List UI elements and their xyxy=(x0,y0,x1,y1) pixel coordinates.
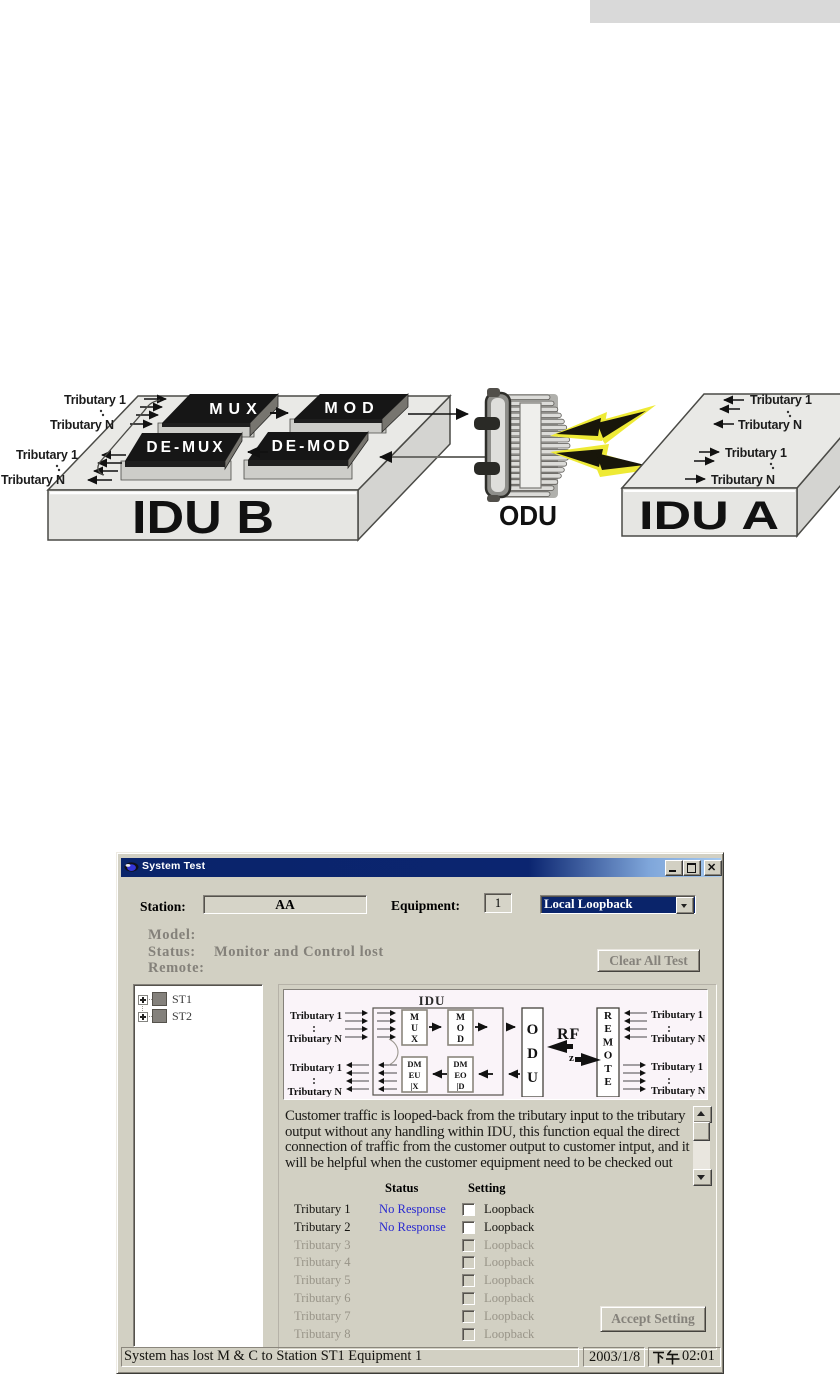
svg-text:M: M xyxy=(603,1036,614,1048)
svg-text:Tributary 1: Tributary 1 xyxy=(16,448,78,462)
svg-text:DM: DM xyxy=(407,1059,421,1069)
svg-text:O: O xyxy=(604,1050,613,1062)
svg-text:DM: DM xyxy=(453,1059,467,1069)
svg-text:DE-MUX: DE-MUX xyxy=(146,439,225,456)
svg-text:|D: |D xyxy=(456,1081,464,1091)
svg-text:Tributary 1: Tributary 1 xyxy=(750,393,812,407)
svg-text:E: E xyxy=(604,1076,611,1088)
svg-text:Tributary 1: Tributary 1 xyxy=(64,393,126,407)
svg-text:X: X xyxy=(411,1035,418,1045)
svg-text:T: T xyxy=(604,1063,612,1075)
svg-text:Tributary N: Tributary N xyxy=(651,1086,705,1097)
svg-text:E: E xyxy=(604,1023,611,1035)
svg-text:z: z xyxy=(569,1052,574,1064)
svg-text:EU: EU xyxy=(409,1070,421,1080)
svg-text:D: D xyxy=(457,1035,464,1045)
svg-text:O: O xyxy=(527,1022,539,1038)
svg-text:RF: RF xyxy=(557,1026,580,1043)
svg-text:Tributary N: Tributary N xyxy=(651,1034,705,1045)
svg-text:M: M xyxy=(456,1013,465,1023)
svg-text:IDU B: IDU B xyxy=(132,491,274,543)
svg-text:IDU A: IDU A xyxy=(639,494,779,538)
svg-text:|X: |X xyxy=(410,1081,419,1091)
svg-text:IDU: IDU xyxy=(419,993,446,1008)
svg-text:Tributary N: Tributary N xyxy=(738,418,802,432)
svg-text:MUX: MUX xyxy=(209,401,263,418)
svg-text:DE-MOD: DE-MOD xyxy=(272,438,353,455)
svg-text:Tributary 1: Tributary 1 xyxy=(651,1062,703,1073)
svg-text:Tributary N: Tributary N xyxy=(50,418,114,432)
svg-text:U: U xyxy=(411,1024,418,1034)
svg-text:Tributary N: Tributary N xyxy=(1,473,65,487)
svg-text:U: U xyxy=(527,1070,538,1086)
svg-text:Tributary N: Tributary N xyxy=(288,1034,343,1045)
svg-text:R: R xyxy=(604,1010,613,1022)
svg-text:Tributary N: Tributary N xyxy=(288,1087,343,1097)
svg-text:ODU: ODU xyxy=(499,500,557,531)
svg-text:M: M xyxy=(410,1013,419,1023)
svg-text:Tributary 1: Tributary 1 xyxy=(651,1010,703,1021)
svg-text:Tributary 1: Tributary 1 xyxy=(290,1011,342,1022)
svg-text:D: D xyxy=(527,1046,538,1062)
svg-text:MOD: MOD xyxy=(324,400,379,417)
svg-text:O: O xyxy=(457,1024,464,1034)
svg-text:EO: EO xyxy=(454,1070,467,1080)
svg-text:Tributary 1: Tributary 1 xyxy=(290,1063,342,1074)
svg-text:Tributary 1: Tributary 1 xyxy=(725,446,787,460)
svg-text:Tributary N: Tributary N xyxy=(711,473,775,487)
